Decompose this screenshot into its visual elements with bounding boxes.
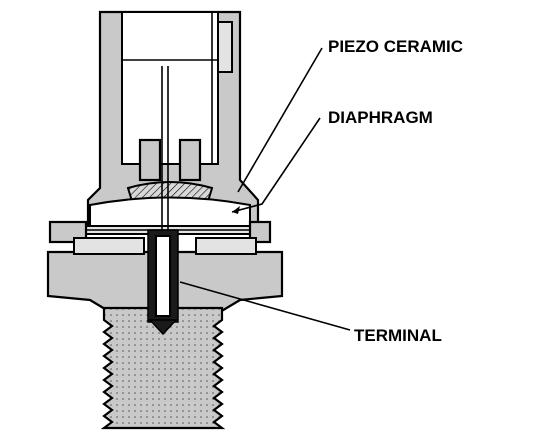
terminal-leader xyxy=(179,281,351,331)
threaded-stud xyxy=(100,306,226,430)
diaphragm-arrowhead xyxy=(232,206,240,214)
leader-lines xyxy=(179,47,351,331)
label-terminal: TERMINAL xyxy=(354,326,442,345)
label-piezo-ceramic: PIEZO CERAMIC xyxy=(328,37,463,56)
connector-housing xyxy=(86,10,260,230)
piezo-leader xyxy=(237,47,323,193)
diaphragm-leader xyxy=(231,117,321,213)
terminal xyxy=(147,66,179,336)
diaphragm-assembly xyxy=(83,196,261,235)
label-diaphragm: DIAPHRAGM xyxy=(328,108,433,127)
